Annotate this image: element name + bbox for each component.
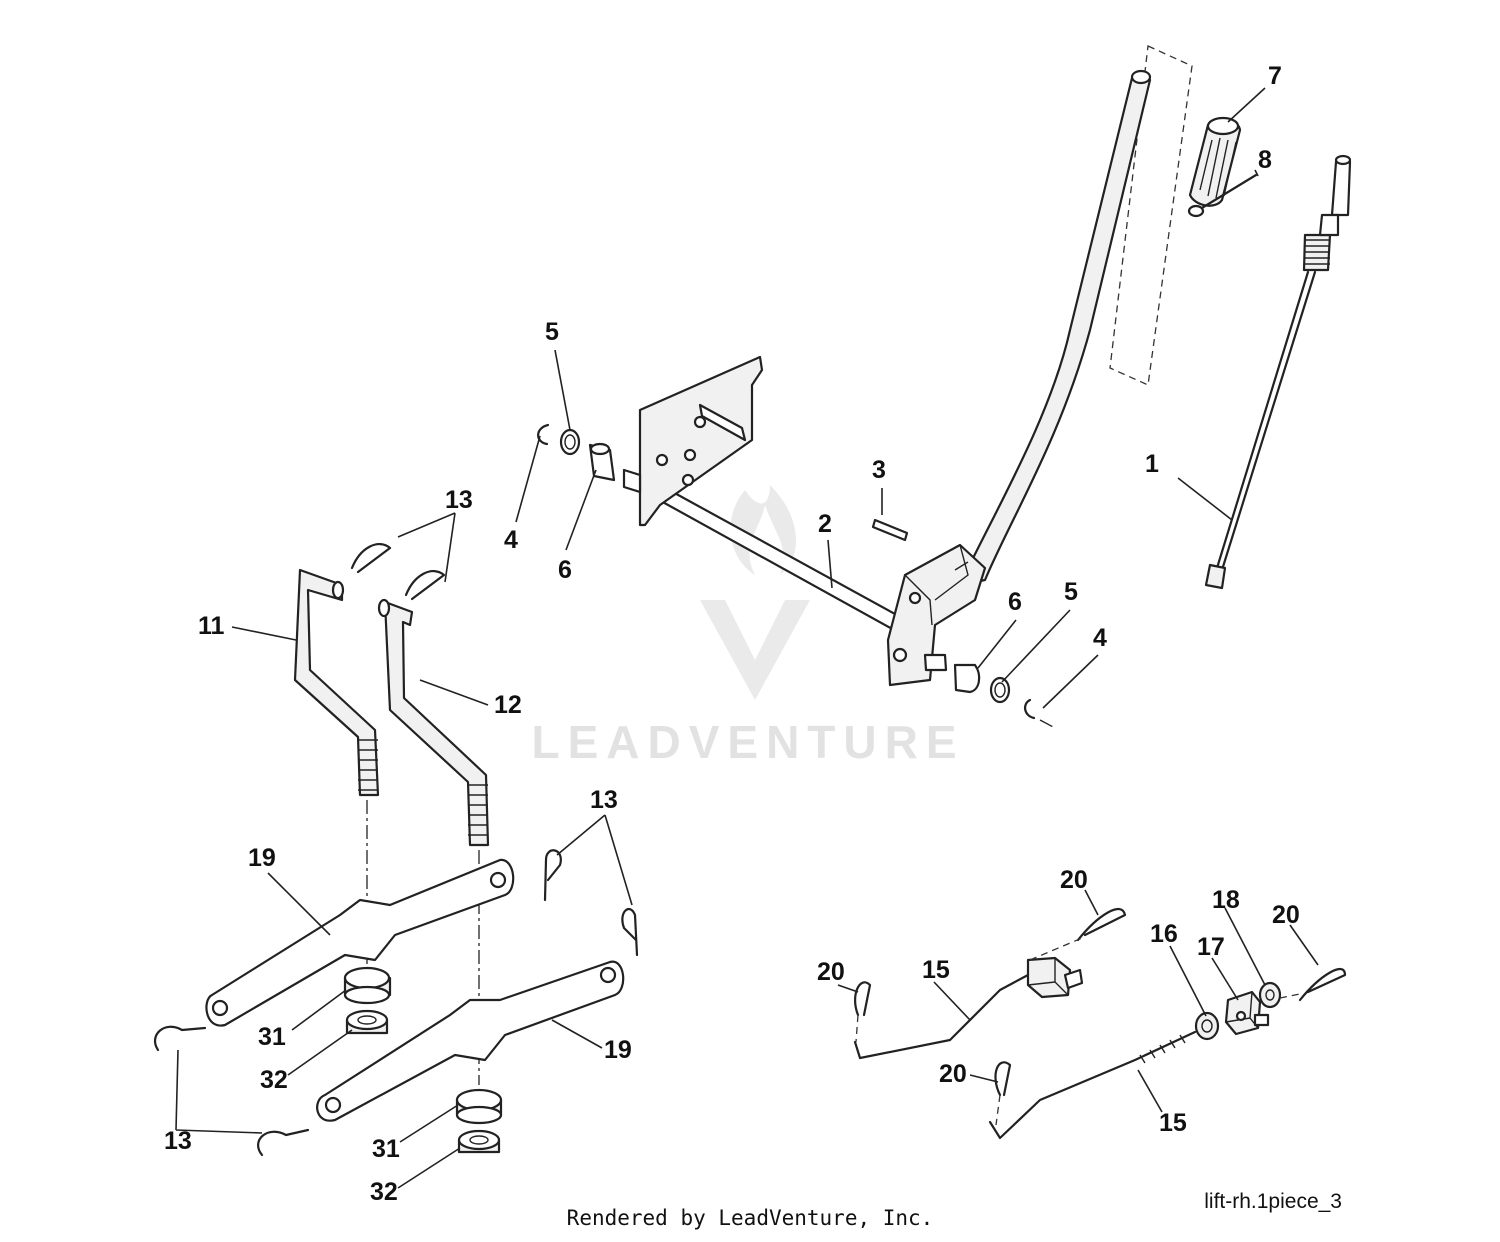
watermark-logo — [700, 485, 810, 700]
swivel-block-17 — [1224, 990, 1270, 1036]
callout-32-lower: 32 — [370, 1178, 398, 1206]
roll-pin — [871, 518, 909, 542]
callout-20-lower: 20 — [939, 1060, 967, 1088]
bushing-31-lower — [455, 1088, 503, 1125]
callout-20-left: 20 — [817, 958, 845, 986]
callout-4-right: 4 — [1093, 624, 1107, 652]
leader-lines — [175, 87, 1319, 1189]
callout-19-upper: 19 — [248, 844, 276, 872]
callout-15-upper: 15 — [922, 956, 950, 984]
handle-extension-outline — [1109, 45, 1193, 386]
callout-13-bottom: 13 — [164, 1127, 192, 1155]
callout-4-left: 4 — [504, 526, 518, 554]
bushing-31-upper — [343, 966, 392, 1005]
callout-17: 17 — [1197, 933, 1225, 961]
callout-16: 16 — [1150, 920, 1178, 948]
pin-path-20-left — [855, 1014, 859, 1043]
callouts: 1 2 3 4 4 5 5 6 6 7 8 11 12 13 13 13 15 … — [164, 62, 1300, 1206]
callout-13-top: 13 — [445, 486, 473, 514]
grip-pin — [1187, 173, 1258, 218]
ferrule-nut-16 — [1194, 1011, 1220, 1041]
pin-path-20-right — [1279, 993, 1301, 999]
bracket-plate — [638, 355, 764, 527]
callout-31-lower: 31 — [372, 1135, 400, 1163]
right-bushing-set — [923, 653, 1056, 729]
adjust-rod-upper — [853, 973, 1030, 1060]
callout-1: 1 — [1145, 450, 1159, 478]
callout-5-right: 5 — [1064, 578, 1078, 606]
watermark-text: LEADVENTURE — [531, 716, 964, 768]
callout-8: 8 — [1258, 146, 1272, 174]
swivel-block-upper — [1026, 956, 1084, 999]
washer-18 — [1258, 981, 1282, 1009]
callout-31-upper: 31 — [258, 1023, 286, 1051]
lift-cable — [1204, 154, 1352, 590]
diagram-reference-code: lift-rh.1piece_3 — [1204, 1190, 1342, 1213]
pin-path-20-upper — [1029, 937, 1083, 961]
callout-6-right: 6 — [1008, 588, 1022, 616]
callout-19-lower: 19 — [604, 1036, 632, 1064]
lift-handle — [886, 69, 1152, 687]
callout-2: 2 — [818, 510, 832, 538]
callout-6-left: 6 — [558, 556, 572, 584]
callout-5-left: 5 — [545, 318, 559, 346]
lift-link-11 — [293, 568, 380, 797]
pin-path-20-lower — [995, 1094, 1001, 1126]
footer-credit: Rendered by LeadVenture, Inc. — [566, 1206, 934, 1230]
callout-7: 7 — [1268, 62, 1282, 90]
callout-32-upper: 32 — [260, 1066, 288, 1094]
lift-arm-lower — [316, 960, 625, 1122]
lift-link-12 — [377, 598, 490, 847]
callout-12: 12 — [494, 691, 522, 719]
callout-13-mid: 13 — [590, 786, 618, 814]
callout-18: 18 — [1212, 886, 1240, 914]
callout-3: 3 — [872, 456, 886, 484]
callout-15-lower: 15 — [1159, 1109, 1187, 1137]
callout-20-right: 20 — [1272, 901, 1300, 929]
hair-pin-13 — [154, 542, 639, 1157]
callout-11: 11 — [198, 612, 225, 640]
callout-20-upper: 20 — [1060, 866, 1088, 894]
handle-grip — [1188, 116, 1242, 207]
nut-32-upper — [345, 1009, 389, 1035]
adjust-rod-lower — [988, 1030, 1197, 1140]
left-bushing-set — [537, 423, 642, 494]
nut-32-lower — [457, 1129, 501, 1154]
hair-pin-20 — [853, 908, 1347, 1097]
lift-arm-upper — [205, 858, 515, 1027]
